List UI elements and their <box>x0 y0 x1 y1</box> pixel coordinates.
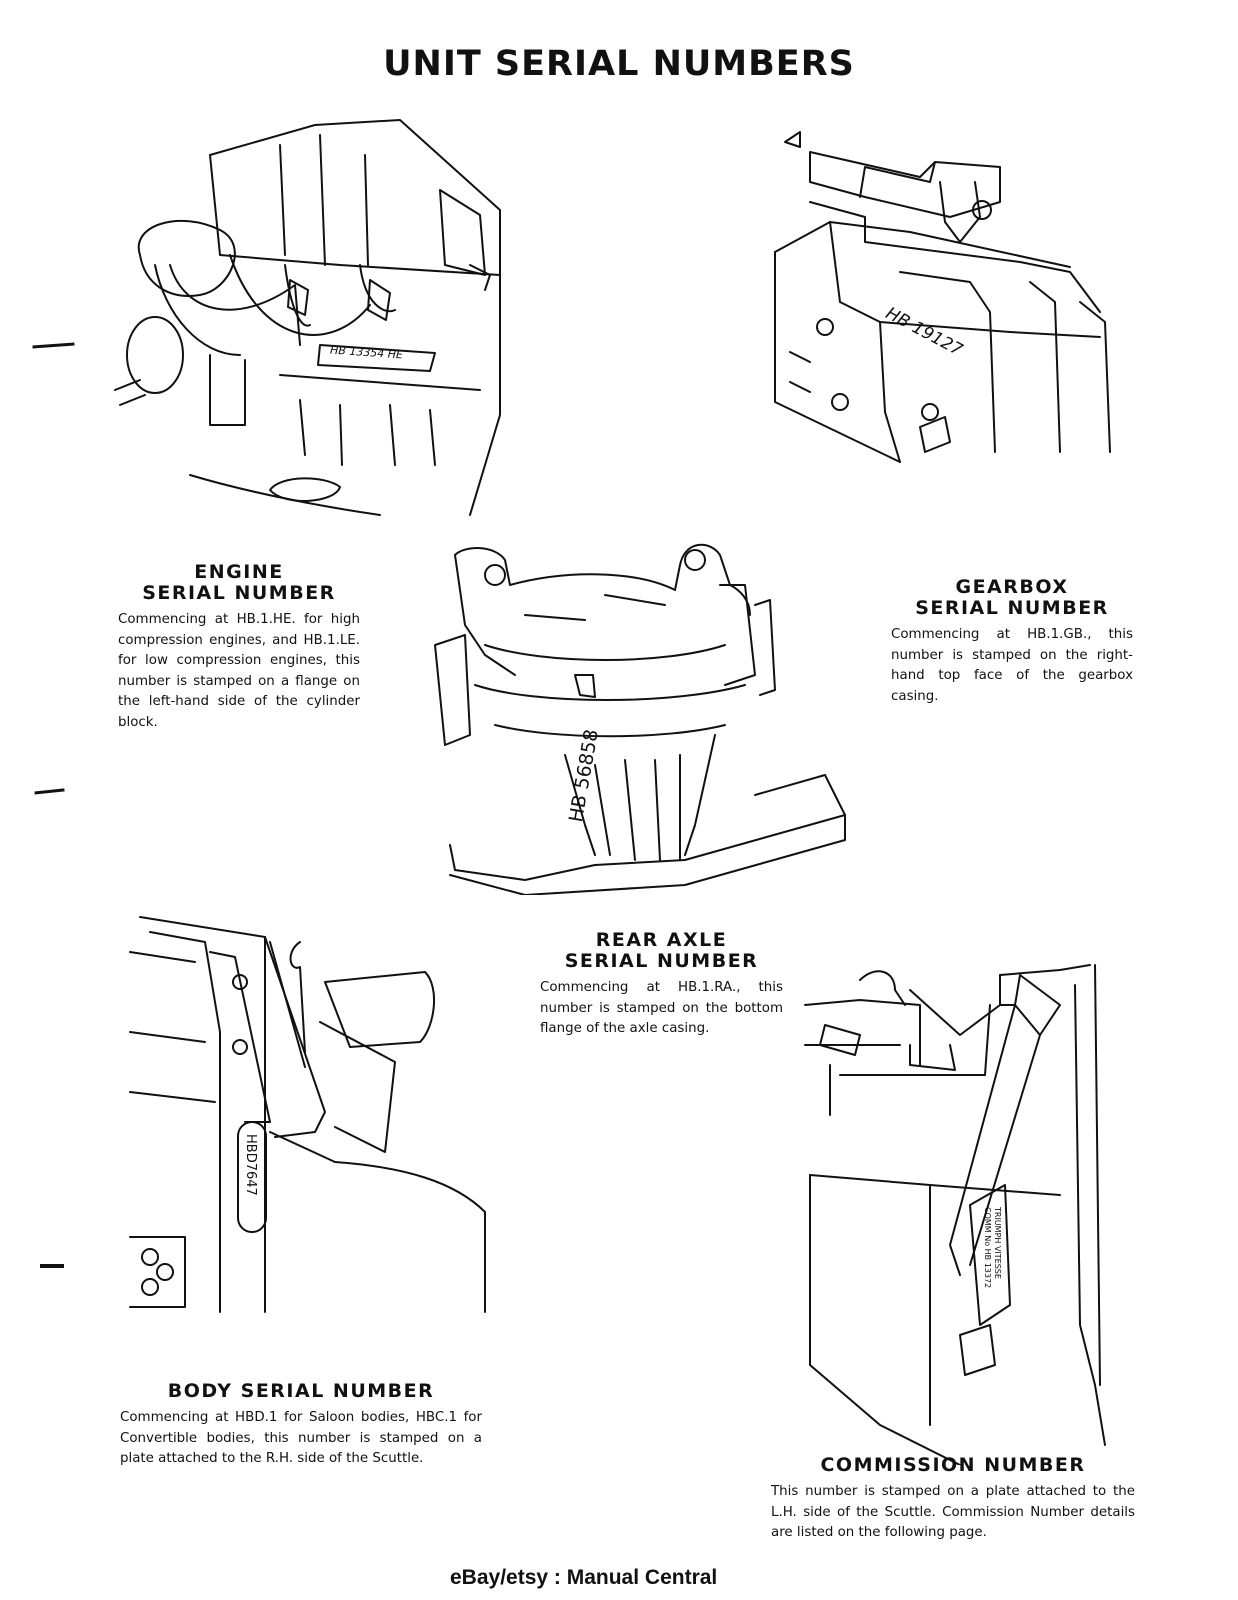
engine-illustration: HB 13354 HE <box>110 115 530 535</box>
commission-section: COMMISSION NUMBER This number is stamped… <box>771 1455 1135 1544</box>
engine-text: Commencing at HB.1.HE. for high compress… <box>118 612 360 730</box>
rear-axle-heading-line2: SERIAL NUMBER <box>564 950 759 972</box>
gearbox-section: GEARBOX SERIAL NUMBER Commencing at HB.1… <box>891 577 1133 707</box>
gearbox-heading: GEARBOX SERIAL NUMBER <box>891 577 1133 619</box>
gearbox-heading-line1: GEARBOX <box>955 576 1069 598</box>
commission-illustration: TRIUMPH VITESSE COMM No HB 13372 <box>800 945 1110 1465</box>
commission-heading: COMMISSION NUMBER <box>820 1454 1086 1476</box>
margin-mark <box>33 778 65 795</box>
rear-axle-heading-line1: REAR AXLE <box>595 929 728 951</box>
rear-axle-illustration: HB 56858 <box>425 525 875 895</box>
body-heading: BODY SERIAL NUMBER <box>167 1380 435 1402</box>
commission-plate: TRIUMPH VITESSE COMM No HB 13372 <box>982 1207 1002 1288</box>
rear-axle-section: REAR AXLE SERIAL NUMBER Commencing at HB… <box>540 930 783 1040</box>
commission-text: This number is stamped on a plate attach… <box>771 1484 1135 1540</box>
gearbox-text: Commencing at HB.1.GB., this number is s… <box>891 627 1133 704</box>
body-section: BODY SERIAL NUMBER Commencing at HBD.1 f… <box>120 1381 482 1470</box>
engine-heading-line1: ENGINE <box>194 561 284 583</box>
margin-mark <box>40 1264 64 1268</box>
gearbox-heading-line2: SERIAL NUMBER <box>915 597 1109 619</box>
body-illustration: HBD7647 <box>125 912 490 1322</box>
body-text: Commencing at HBD.1 for Saloon bodies, H… <box>120 1410 482 1466</box>
commission-plate-line2: COMM No HB 13372 <box>983 1207 992 1289</box>
rear-axle-text: Commencing at HB.1.RA., this number is s… <box>540 980 783 1036</box>
engine-section: ENGINE SERIAL NUMBER Commencing at HB.1.… <box>118 562 360 733</box>
commission-plate-line1: TRIUMPH VITESSE <box>993 1207 1002 1279</box>
body-plate: HBD7647 <box>243 1134 258 1196</box>
page-title: UNIT SERIAL NUMBERS <box>383 44 855 84</box>
gearbox-illustration: HB 19127 <box>770 122 1115 472</box>
margin-mark <box>31 328 75 349</box>
footer-watermark: eBay/etsy : Manual Central <box>450 1566 718 1589</box>
engine-heading-line2: SERIAL NUMBER <box>142 582 336 604</box>
engine-heading: ENGINE SERIAL NUMBER <box>118 562 360 604</box>
rear-axle-heading: REAR AXLE SERIAL NUMBER <box>540 930 783 972</box>
